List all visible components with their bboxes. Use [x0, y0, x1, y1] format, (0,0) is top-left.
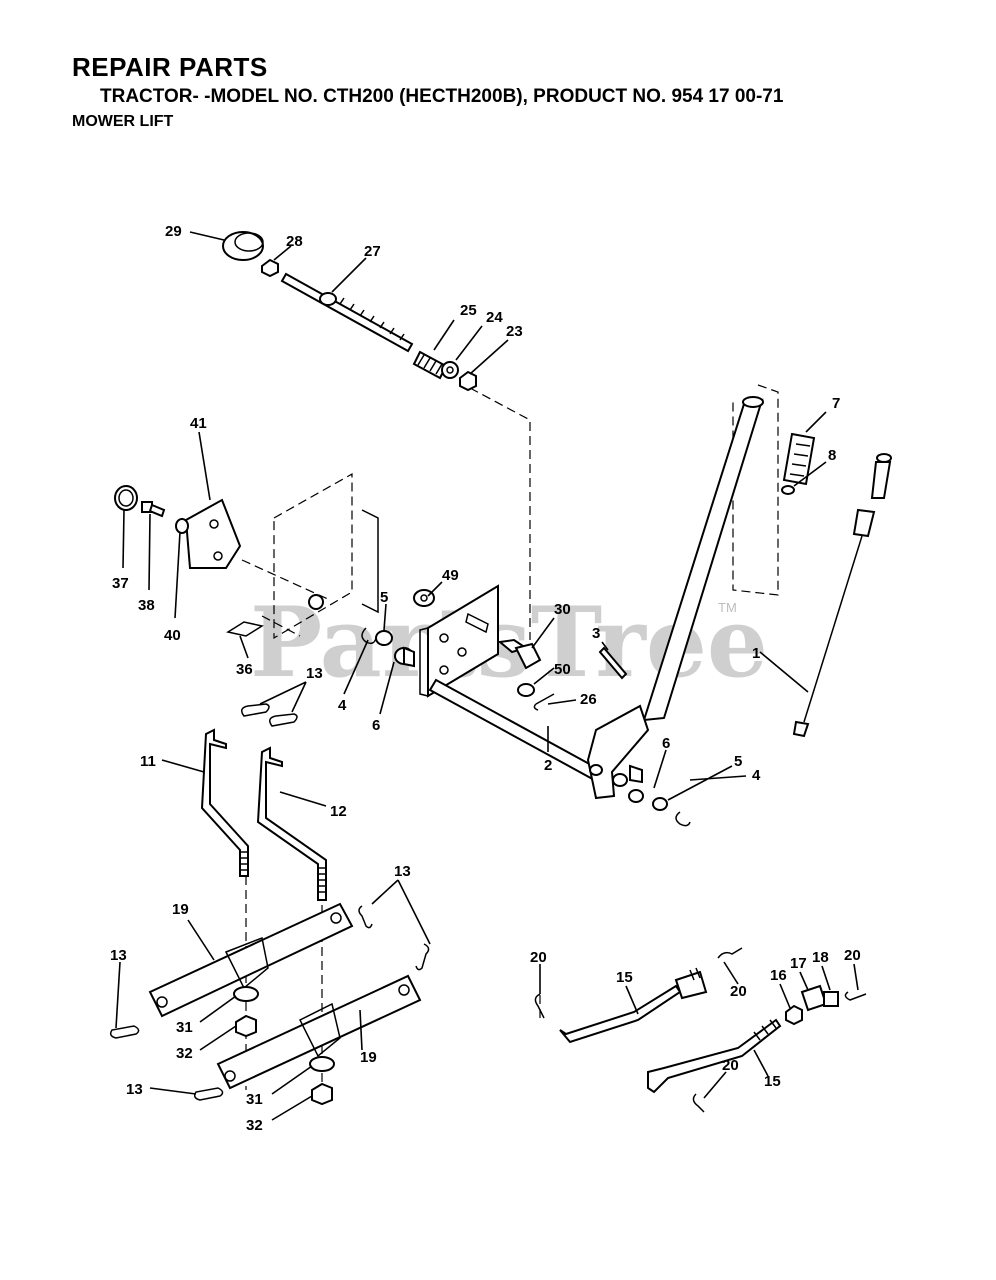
callout-2: 2	[544, 757, 552, 774]
callout-41: 41	[190, 415, 207, 432]
part-13-hairpins-upper	[241, 703, 298, 727]
callout-15-upper: 15	[616, 969, 633, 986]
callout-13-upper: 13	[306, 665, 323, 682]
callout-25: 25	[460, 302, 477, 319]
callout-32-lower: 32	[246, 1117, 263, 1134]
callout-27: 27	[364, 243, 381, 260]
callout-labels: 29 28 27 25 24 23 41 7 8 37 38 40 49 5 3…	[110, 223, 861, 1134]
callout-49: 49	[442, 567, 459, 584]
callout-4-upper: 4	[338, 697, 347, 714]
part-19-arm-lower	[216, 974, 422, 1090]
part-4-clip-lower	[675, 811, 691, 827]
callout-18: 18	[812, 949, 829, 966]
callout-31-lower: 31	[246, 1091, 263, 1108]
part-20-hairpins	[534, 947, 867, 1113]
part-41-cover	[184, 498, 242, 569]
part-15-rod-lower	[647, 1018, 782, 1094]
callout-17: 17	[790, 955, 807, 972]
page-title: REPAIR PARTS	[72, 52, 268, 82]
callout-13-left: 13	[110, 947, 127, 964]
callout-32-upper: 32	[176, 1045, 193, 1062]
part-19-arm-upper	[148, 902, 354, 1018]
part-17-block	[800, 984, 828, 1012]
part-30-block	[497, 638, 542, 670]
callout-6-upper: 6	[372, 717, 380, 734]
callout-36: 36	[236, 661, 253, 678]
callout-20-right: 20	[844, 947, 861, 964]
callout-6-lower: 6	[662, 735, 670, 752]
callout-19-lower: 19	[360, 1049, 377, 1066]
callout-13-bottom: 13	[126, 1081, 143, 1098]
callout-5-upper: 5	[380, 589, 388, 606]
callout-29: 29	[165, 223, 182, 240]
callout-24: 24	[486, 309, 503, 326]
callout-30: 30	[554, 601, 571, 618]
part-38-bolt	[141, 501, 166, 518]
callout-38: 38	[138, 597, 155, 614]
model-subtitle: TRACTOR- -MODEL NO. CTH200 (HECTH200B), …	[100, 86, 784, 107]
part-28-nut	[261, 258, 279, 278]
watermark-tm: TM	[718, 600, 737, 615]
callout-8: 8	[828, 447, 836, 464]
part-37-ring	[114, 485, 138, 511]
leader-lines	[115, 231, 859, 1121]
part-12-rod	[256, 746, 327, 901]
part-7-grip	[782, 432, 816, 486]
part-4-clip-upper	[361, 627, 377, 645]
callout-20-left: 20	[530, 949, 547, 966]
callout-1: 1	[752, 645, 760, 662]
callout-50: 50	[554, 661, 571, 678]
callout-15-lower: 15	[764, 1073, 781, 1090]
callout-5-lower: 5	[734, 753, 742, 770]
callout-12: 12	[330, 803, 347, 820]
part-18-ferrule	[823, 991, 839, 1007]
frame-plate	[273, 472, 379, 640]
callout-4-lower: 4	[752, 767, 761, 784]
callout-13-right: 13	[394, 863, 411, 880]
part-32-nut-upper	[235, 1014, 257, 1038]
part-32-nut-lower	[311, 1082, 333, 1106]
part-3-pin	[598, 646, 628, 680]
callout-31-upper: 31	[176, 1019, 193, 1036]
callout-19-upper: 19	[172, 901, 189, 918]
part-31-bushing-upper	[233, 986, 259, 1002]
part-6-bushing-lower	[628, 764, 644, 803]
part-50-washer	[517, 683, 535, 697]
part-11-rod	[200, 728, 249, 877]
part-29-knob	[222, 231, 264, 261]
part-6-bushing-upper	[394, 646, 415, 668]
part-5-washer-lower	[652, 797, 668, 811]
part-26-pin	[533, 693, 555, 711]
part-13-hairpins-lower	[109, 905, 430, 1101]
part-27-threaded-rod	[280, 272, 414, 353]
bushing-left	[308, 594, 324, 610]
callout-7: 7	[832, 395, 840, 412]
part-8-cap	[781, 485, 795, 495]
callout-20-bottom: 20	[722, 1057, 739, 1074]
part-23-nut	[459, 370, 477, 392]
part-16-nut	[785, 1004, 803, 1026]
callout-3: 3	[592, 625, 600, 642]
callout-16: 16	[770, 967, 787, 984]
callout-28: 28	[286, 233, 303, 250]
part-15-rod-upper	[559, 967, 708, 1044]
callout-37: 37	[112, 575, 129, 592]
part-24-washer	[441, 361, 459, 379]
part-5-washer-upper	[375, 630, 393, 646]
part-49-bracket	[413, 584, 499, 698]
part-36-clip	[226, 621, 264, 637]
callout-26: 26	[580, 691, 597, 708]
part-25-spring	[412, 350, 448, 380]
callout-40: 40	[164, 627, 181, 644]
part-1-cable	[792, 453, 892, 738]
part-31-bushing-lower	[309, 1056, 335, 1072]
callout-23: 23	[506, 323, 523, 340]
section-title: MOWER LIFT	[72, 113, 174, 130]
callout-11: 11	[140, 753, 156, 770]
lift-lever	[586, 396, 764, 800]
callout-20-mid: 20	[730, 983, 747, 1000]
part-40-washer	[175, 518, 189, 534]
